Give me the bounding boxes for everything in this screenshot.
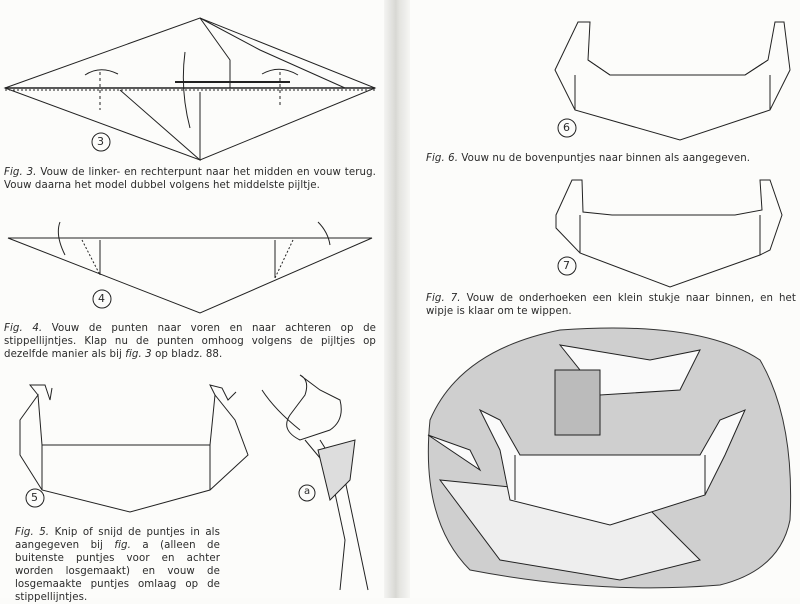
fig3-diagram <box>3 17 377 162</box>
finished-seesaw-illustration <box>427 327 792 589</box>
fig-ref: Fig. 7. <box>426 293 461 304</box>
caption-text: Knip of snijd de puntjes in als aangegev… <box>15 527 220 551</box>
fig6-diagram <box>554 21 791 141</box>
left-page <box>0 0 392 598</box>
fig3-number: 3 <box>97 135 104 148</box>
hand-scissors-illustration <box>261 374 369 591</box>
fig7-diagram <box>555 179 783 288</box>
fig7-caption: Fig. 7. Vouw de onderhoeken een klein st… <box>426 292 796 318</box>
fig-ref: Fig. 4. <box>4 323 43 334</box>
fig4-number: 4 <box>98 292 105 305</box>
fig6-number: 6 <box>563 121 570 134</box>
caption-text: Vouw de linker- en rechterpunt naar het … <box>4 167 376 191</box>
fig3-caption: Fig. 3. Vouw de linker- en rechterpunt n… <box>4 166 376 192</box>
caption-text: Vouw nu de bovenpuntjes naar binnen als … <box>458 153 751 164</box>
fig5-caption: Fig. 5. Knip of snijd de puntjes in als … <box>15 526 220 604</box>
fig-ref: Fig. 5. <box>15 527 50 538</box>
book-gutter <box>384 0 410 598</box>
fig-ref: fig. 3 <box>125 349 152 360</box>
fig-ref: fig. <box>114 540 131 551</box>
fig-a-label: a <box>304 486 311 497</box>
fig-ref: Fig. 6. <box>426 153 459 164</box>
caption-text: op bladz. 88. <box>151 349 223 360</box>
caption-text: Vouw de onderhoeken een klein stukje naa… <box>426 293 796 317</box>
fig6-caption: Fig. 6. Vouw nu de bovenpuntjes naar bin… <box>426 152 796 165</box>
fig4-caption: Fig. 4. Vouw de punten naar voren en naa… <box>4 322 376 361</box>
fig4-diagram <box>7 221 373 314</box>
caption-text: Vouw de punten naar voren en naar achter… <box>4 323 377 360</box>
fig5-number: 5 <box>31 491 38 504</box>
fig5-diagram <box>19 384 249 513</box>
fig-ref: Fig. 3. <box>4 167 37 178</box>
fig7-number: 7 <box>563 259 570 272</box>
